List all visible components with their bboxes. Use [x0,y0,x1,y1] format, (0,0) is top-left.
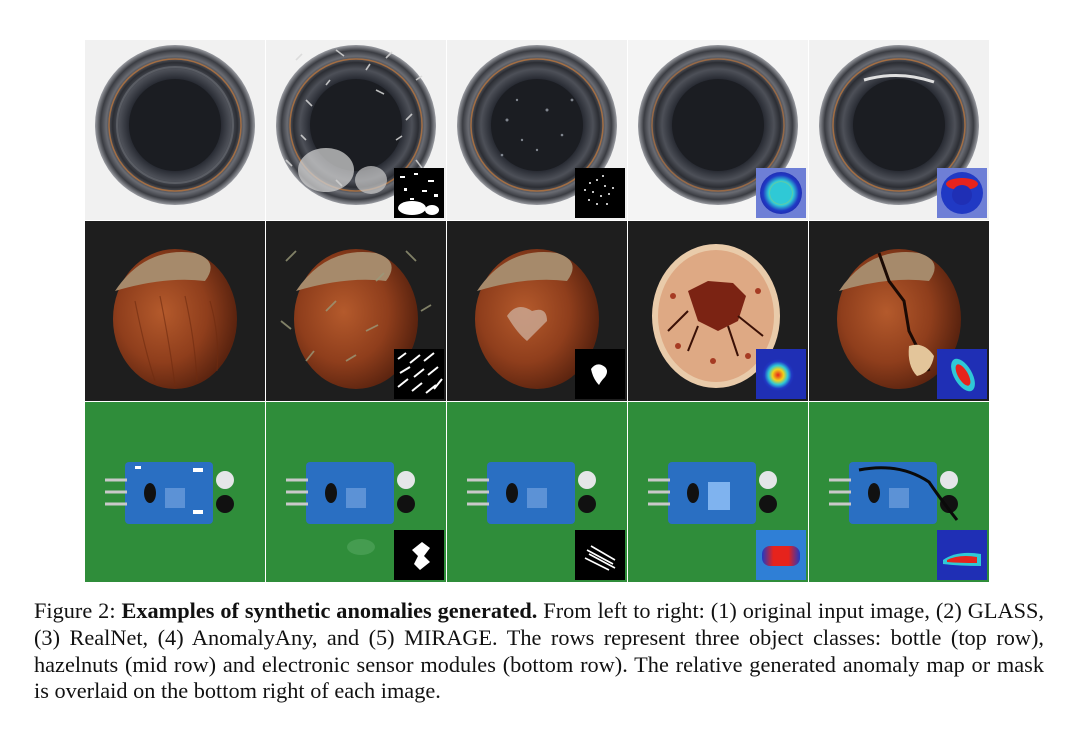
figure-caption: Figure 2: Examples of synthetic anomalie… [34,598,1044,705]
caption-label: Figure 2: [34,598,116,623]
hazelnut-mirage-image [809,221,989,401]
anomalyany-map-inset [756,530,806,580]
bottle-glass-image [266,40,446,220]
glass-mask-inset [394,530,444,580]
bottle-realnet-image [447,40,627,220]
bottle-mirage-image [809,40,989,220]
sensor-glass-image [266,402,446,582]
caption-body: From left to right: (1) original input i… [34,598,1045,704]
caption-title: Examples of synthetic anomalies generate… [121,598,538,623]
anomalyany-map-inset [756,168,806,218]
realnet-mask-inset [575,530,625,580]
sensor-realnet-image [447,402,627,582]
hazelnut-anomalyany-image [628,221,808,401]
hazelnut-original-image [85,221,265,401]
realnet-mask-inset [575,168,625,218]
mirage-map-inset [937,530,987,580]
sensor-mirage-image [809,402,989,582]
mirage-map-inset [937,168,987,218]
bottle-original-image [85,40,265,220]
anomalyany-map-inset [756,349,806,399]
sensor-original-image [85,402,265,582]
hazelnut-realnet-image [447,221,627,401]
sensor-anomalyany-image [628,402,808,582]
mirage-map-inset [937,349,987,399]
bottle-anomalyany-image [628,40,808,220]
glass-mask-inset [394,168,444,218]
hazelnut-glass-image [266,221,446,401]
figure-grid [85,40,989,582]
glass-mask-inset [394,349,444,399]
realnet-mask-inset [575,349,625,399]
